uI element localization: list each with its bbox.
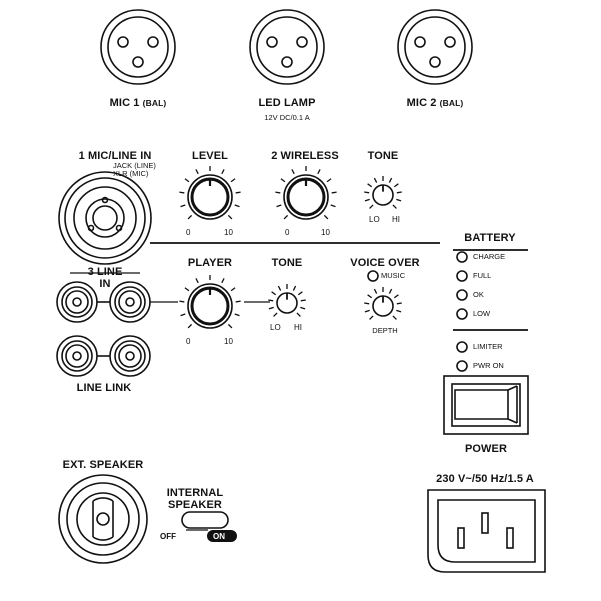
player-label: PLAYER [187,257,233,269]
mains-rating: 230 V~/50 Hz/1.5 A [436,473,534,485]
mic1-xlr-connector[interactable] [100,9,176,85]
music-led-label: MUSIC [381,271,406,280]
mic1-label: MIC 1 (BAL) [109,97,167,109]
led-lamp-xlr-connector[interactable] [249,9,325,85]
level-label: LEVEL [192,150,228,162]
on-indicator [207,530,237,542]
tone-top-hi: HI [392,215,400,224]
battery-title: BATTERY [464,232,516,244]
led-lamp-label: LED LAMP [258,97,316,109]
switch-off-label: OFF [160,532,176,541]
voice-over-label: VOICE OVER [350,257,420,269]
depth-label: DEPTH [372,326,398,335]
jack-line-note: JACK (LINE) [113,161,156,170]
music-led [367,270,379,282]
limiter-led-label: LIMITER [473,342,503,351]
tone-top-label: TONE [367,150,399,162]
player-min: 0 [186,337,191,346]
pwr-on-led-label: PWR ON [473,361,504,370]
tone-mid-label: TONE [271,257,303,269]
iec-power-inlet[interactable] [427,489,546,573]
mic2-xlr-connector[interactable] [397,9,473,85]
level-min: 0 [186,228,191,237]
mic-line-in-title: 1 MIC/LINE IN [78,150,152,162]
ext-speaker-label: EXT. SPEAKER [62,459,144,471]
player-max: 10 [224,337,233,346]
line-link-label: LINE LINK [76,382,132,394]
power-switch[interactable] [443,375,529,435]
tone-top-lo: LO [369,215,380,224]
wireless-max: 10 [321,228,330,237]
speakon-connector[interactable] [58,474,148,564]
wireless-label: 2 WIRELESS [271,150,339,162]
battery-leds [456,251,468,320]
low-led-label: LOW [473,309,491,318]
wireless-min: 0 [285,228,290,237]
rca-line-link-right[interactable] [109,335,151,377]
ok-led-label: OK [473,290,484,299]
level-max: 10 [224,228,233,237]
internal-speaker-switch[interactable] [181,511,229,531]
switch-on-label: ON [213,532,225,541]
tone-mid-hi: HI [294,323,302,332]
level-knob[interactable] [179,166,241,220]
power-label: POWER [464,443,508,455]
player-knob[interactable] [179,275,241,329]
tone-top-knob[interactable] [364,176,402,209]
wireless-knob[interactable] [275,166,337,220]
mic-line-combo-jack[interactable] [58,171,152,265]
xlr-mic-note: XLR (MIC) [113,169,149,178]
full-led-label: FULL [473,271,492,280]
voice-over-depth-knob[interactable] [364,287,402,320]
led-lamp-rating: 12V DC/0.1 A [264,113,310,122]
charge-led-label: CHARGE [473,252,506,261]
tone-mid-lo: LO [270,323,281,332]
status-leds [456,341,468,372]
rca-line-link-left[interactable] [56,335,98,377]
mic2-label: MIC 2 (BAL) [406,97,464,109]
tone-mid-knob[interactable] [268,284,306,317]
